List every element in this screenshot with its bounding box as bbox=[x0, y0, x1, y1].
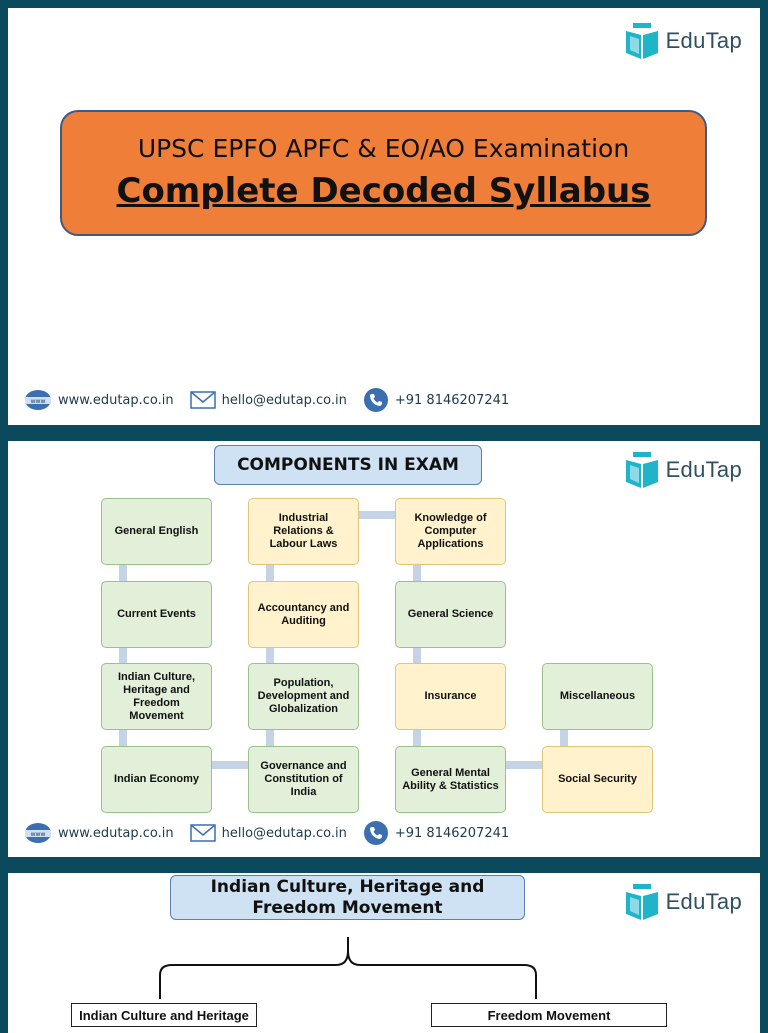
title-slide: EduTap UPSC EPFO APFC & EO/AO Examinatio… bbox=[8, 8, 760, 425]
component-accountancy-auditing: Accountancy and Auditing bbox=[248, 581, 359, 648]
edutap-logo-icon bbox=[625, 884, 658, 920]
phone-number[interactable]: +91 8146207241 bbox=[394, 392, 510, 408]
component-governance: Governance and Constitution of India bbox=[248, 746, 359, 813]
component-indian-economy: Indian Economy bbox=[101, 746, 212, 813]
edutap-logo: EduTap bbox=[624, 449, 742, 491]
connector bbox=[506, 761, 542, 769]
phone-number[interactable]: +91 8146207241 bbox=[394, 825, 510, 841]
component-insurance: Insurance bbox=[395, 663, 506, 730]
brand-name: EduTap bbox=[665, 28, 742, 53]
component-industrial-relations: Industrial Relations & Labour Laws bbox=[248, 498, 359, 565]
brand-name: EduTap bbox=[665, 889, 742, 914]
components-slide: COMPONENTS IN EXAM EduTap General Englis… bbox=[8, 441, 760, 857]
contact-footer: www www.edutap.co.in hello@edutap.co.in … bbox=[24, 818, 525, 848]
edutap-logo: EduTap bbox=[624, 881, 742, 923]
components-title: COMPONENTS IN EXAM bbox=[214, 445, 482, 485]
connector bbox=[266, 564, 274, 748]
component-population: Population, Development and Globalizatio… bbox=[248, 663, 359, 730]
title-banner: UPSC EPFO APFC & EO/AO Examination Compl… bbox=[60, 110, 707, 236]
component-general-english: General English bbox=[101, 498, 212, 565]
syllabus-title: Complete Decoded Syllabus bbox=[116, 171, 651, 211]
component-general-science: General Science bbox=[395, 581, 506, 648]
website-link[interactable]: www.edutap.co.in bbox=[58, 825, 174, 841]
component-current-events: Current Events bbox=[101, 581, 212, 648]
phone-icon bbox=[363, 821, 388, 845]
globe-icon: www bbox=[25, 390, 51, 410]
culture-heritage-box: Indian Culture and Heritage bbox=[71, 1003, 257, 1027]
contact-footer: www www.edutap.co.in hello@edutap.co.in … bbox=[24, 385, 525, 415]
edutap-logo-icon bbox=[625, 23, 658, 59]
component-miscellaneous: Miscellaneous bbox=[542, 663, 653, 730]
phone-icon bbox=[363, 388, 388, 412]
edutap-logo: EduTap bbox=[624, 20, 742, 62]
svg-text:www: www bbox=[31, 398, 46, 405]
website-link[interactable]: www.edutap.co.in bbox=[58, 392, 174, 408]
brand-name: EduTap bbox=[665, 457, 742, 482]
email-link[interactable]: hello@edutap.co.in bbox=[221, 392, 347, 408]
component-mental-ability: General Mental Ability & Statistics bbox=[395, 746, 506, 813]
curly-brace bbox=[159, 937, 537, 999]
svg-text:www: www bbox=[31, 831, 46, 838]
component-computer-applications: Knowledge of Computer Applications bbox=[395, 498, 506, 565]
freedom-movement-box: Freedom Movement bbox=[431, 1003, 667, 1027]
connector bbox=[119, 564, 127, 748]
culture-slide: Indian Culture, Heritage and Freedom Mov… bbox=[8, 873, 760, 1033]
mail-icon bbox=[189, 391, 216, 409]
connector bbox=[560, 730, 568, 748]
exam-title: UPSC EPFO APFC & EO/AO Examination bbox=[137, 134, 630, 163]
connector bbox=[413, 564, 421, 748]
component-social-security: Social Security bbox=[542, 746, 653, 813]
email-link[interactable]: hello@edutap.co.in bbox=[221, 825, 347, 841]
connector bbox=[359, 511, 395, 519]
globe-icon: www bbox=[25, 823, 51, 843]
culture-title: Indian Culture, Heritage and Freedom Mov… bbox=[170, 875, 525, 920]
edutap-logo-icon bbox=[625, 452, 658, 488]
component-indian-culture: Indian Culture, Heritage and Freedom Mov… bbox=[101, 663, 212, 730]
connector bbox=[212, 761, 248, 769]
mail-icon bbox=[189, 824, 216, 842]
